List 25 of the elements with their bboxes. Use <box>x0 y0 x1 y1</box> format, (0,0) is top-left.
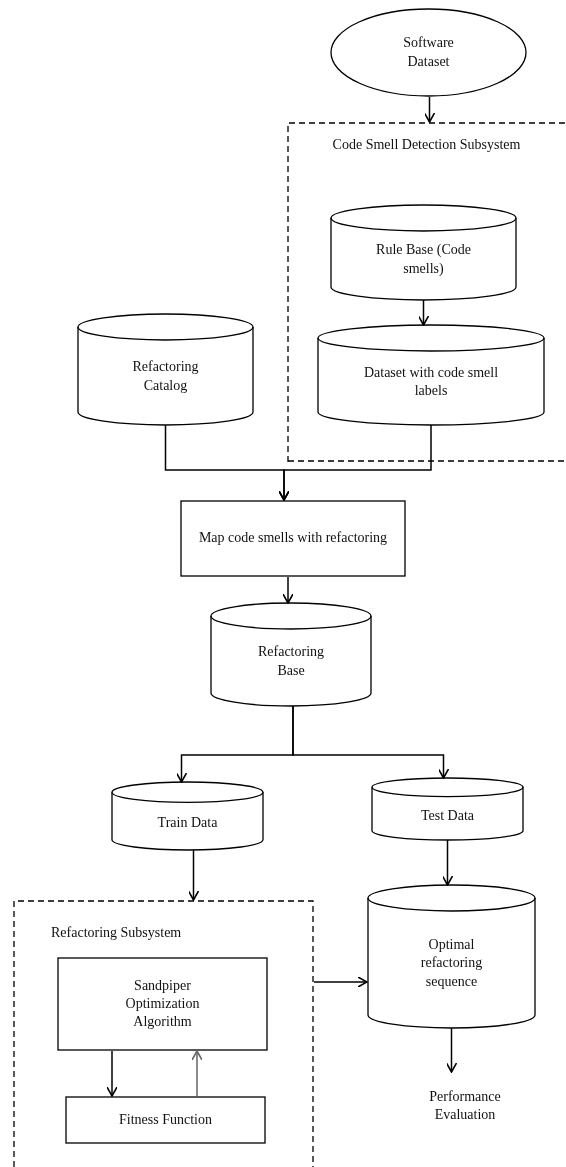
group-title: Code Smell Detection Subsystem <box>331 136 522 154</box>
node-label: Fitness Function <box>118 1110 213 1129</box>
arrow <box>191 1050 203 1097</box>
node-label: Performance Evaluation <box>428 1087 502 1124</box>
node-label: Dataset with code smell labels <box>362 363 500 400</box>
node-label: Optimal refactoring sequence <box>419 936 484 991</box>
node-label: Sandpiper Optimization Algorithm <box>124 976 201 1032</box>
group-title: Refactoring Subsystem <box>51 924 182 942</box>
node-label: Rule Base (Code smells) <box>375 241 472 278</box>
arrow <box>417 299 430 326</box>
node-label: Train Data <box>156 813 219 832</box>
arrow <box>313 976 368 988</box>
node-label: Map code smells with refactoring <box>198 529 388 548</box>
arrow <box>278 424 432 501</box>
node-label: Test Data <box>419 806 476 825</box>
arrow <box>282 576 294 604</box>
node-label: Refactoring Base <box>256 643 326 680</box>
node-label: Software Dataset <box>402 34 455 71</box>
arrow <box>292 705 450 779</box>
arrow <box>187 849 200 901</box>
arrow <box>445 1027 458 1073</box>
node-label: Refactoring Catalog <box>131 358 200 395</box>
arrow <box>106 1050 118 1097</box>
arrow <box>441 839 454 886</box>
arrow <box>423 96 436 123</box>
